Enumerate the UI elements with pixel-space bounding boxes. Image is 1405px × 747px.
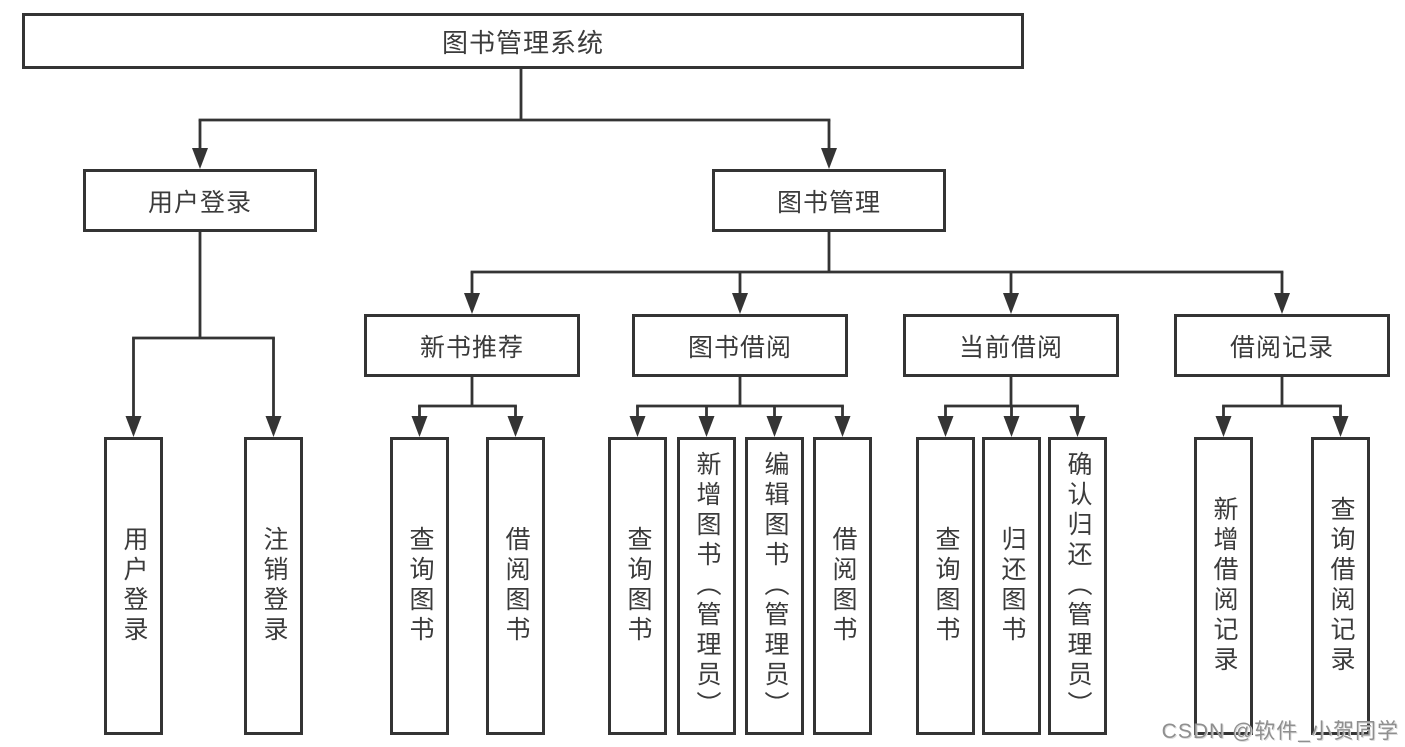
leaf-label: 新增借阅记录 [1210, 496, 1238, 676]
leaf-label: 归还图书 [998, 526, 1026, 646]
node-label: 图书管理系统 [441, 27, 604, 58]
leaf-add-borrow-record: 新增借阅记录 [1194, 437, 1253, 735]
node-label: 图书借阅 [687, 333, 792, 362]
leaf-borrow-books-recommend: 借阅图书 [486, 437, 545, 735]
node-label: 新书推荐 [419, 333, 524, 362]
node-label: 借阅记录 [1229, 333, 1334, 362]
node-label: 图书管理 [776, 188, 881, 217]
leaf-add-book-admin: 新增图书（管理员） [677, 437, 736, 735]
leaf-return-books: 归还图书 [982, 437, 1041, 735]
leaf-label: 查询图书 [406, 526, 434, 646]
node-borrowing-records: 借阅记录 [1174, 314, 1390, 377]
leaf-label: 查询图书 [624, 526, 652, 646]
leaf-confirm-return-admin: 确认归还（管理员） [1048, 437, 1107, 735]
leaf-logout: 注销登录 [244, 437, 303, 735]
node-library-system: 图书管理系统 [22, 13, 1024, 69]
node-label: 用户登录 [147, 188, 252, 217]
leaf-query-books-recommend: 查询图书 [390, 437, 449, 735]
leaf-label: 借阅图书 [829, 526, 857, 646]
leaf-label: 借阅图书 [502, 526, 530, 646]
leaf-label: 查询图书 [932, 526, 960, 646]
leaf-label: 注销登录 [260, 526, 288, 646]
leaf-label: 编辑图书（管理员） [761, 451, 789, 721]
node-label: 当前借阅 [958, 333, 1063, 362]
leaf-label: 新增图书（管理员） [693, 451, 721, 721]
node-book-management: 图书管理 [712, 169, 946, 232]
leaf-query-books-borrowing: 查询图书 [608, 437, 667, 735]
node-user-login: 用户登录 [83, 169, 317, 232]
leaf-query-borrow-record: 查询借阅记录 [1311, 437, 1370, 735]
leaf-query-books-current: 查询图书 [916, 437, 975, 735]
leaf-label: 确认归还（管理员） [1064, 451, 1092, 721]
leaf-edit-book-admin: 编辑图书（管理员） [745, 437, 804, 735]
node-new-book-recommend: 新书推荐 [364, 314, 580, 377]
watermark: CSDN @软件_小贺同学 [1161, 720, 1399, 743]
leaf-label: 查询借阅记录 [1327, 496, 1355, 676]
node-book-borrowing: 图书借阅 [632, 314, 848, 377]
leaf-borrow-books-borrowing: 借阅图书 [813, 437, 872, 735]
node-current-borrowing: 当前借阅 [903, 314, 1119, 377]
leaf-label: 用户登录 [120, 526, 148, 646]
leaf-user-login: 用户登录 [104, 437, 163, 735]
